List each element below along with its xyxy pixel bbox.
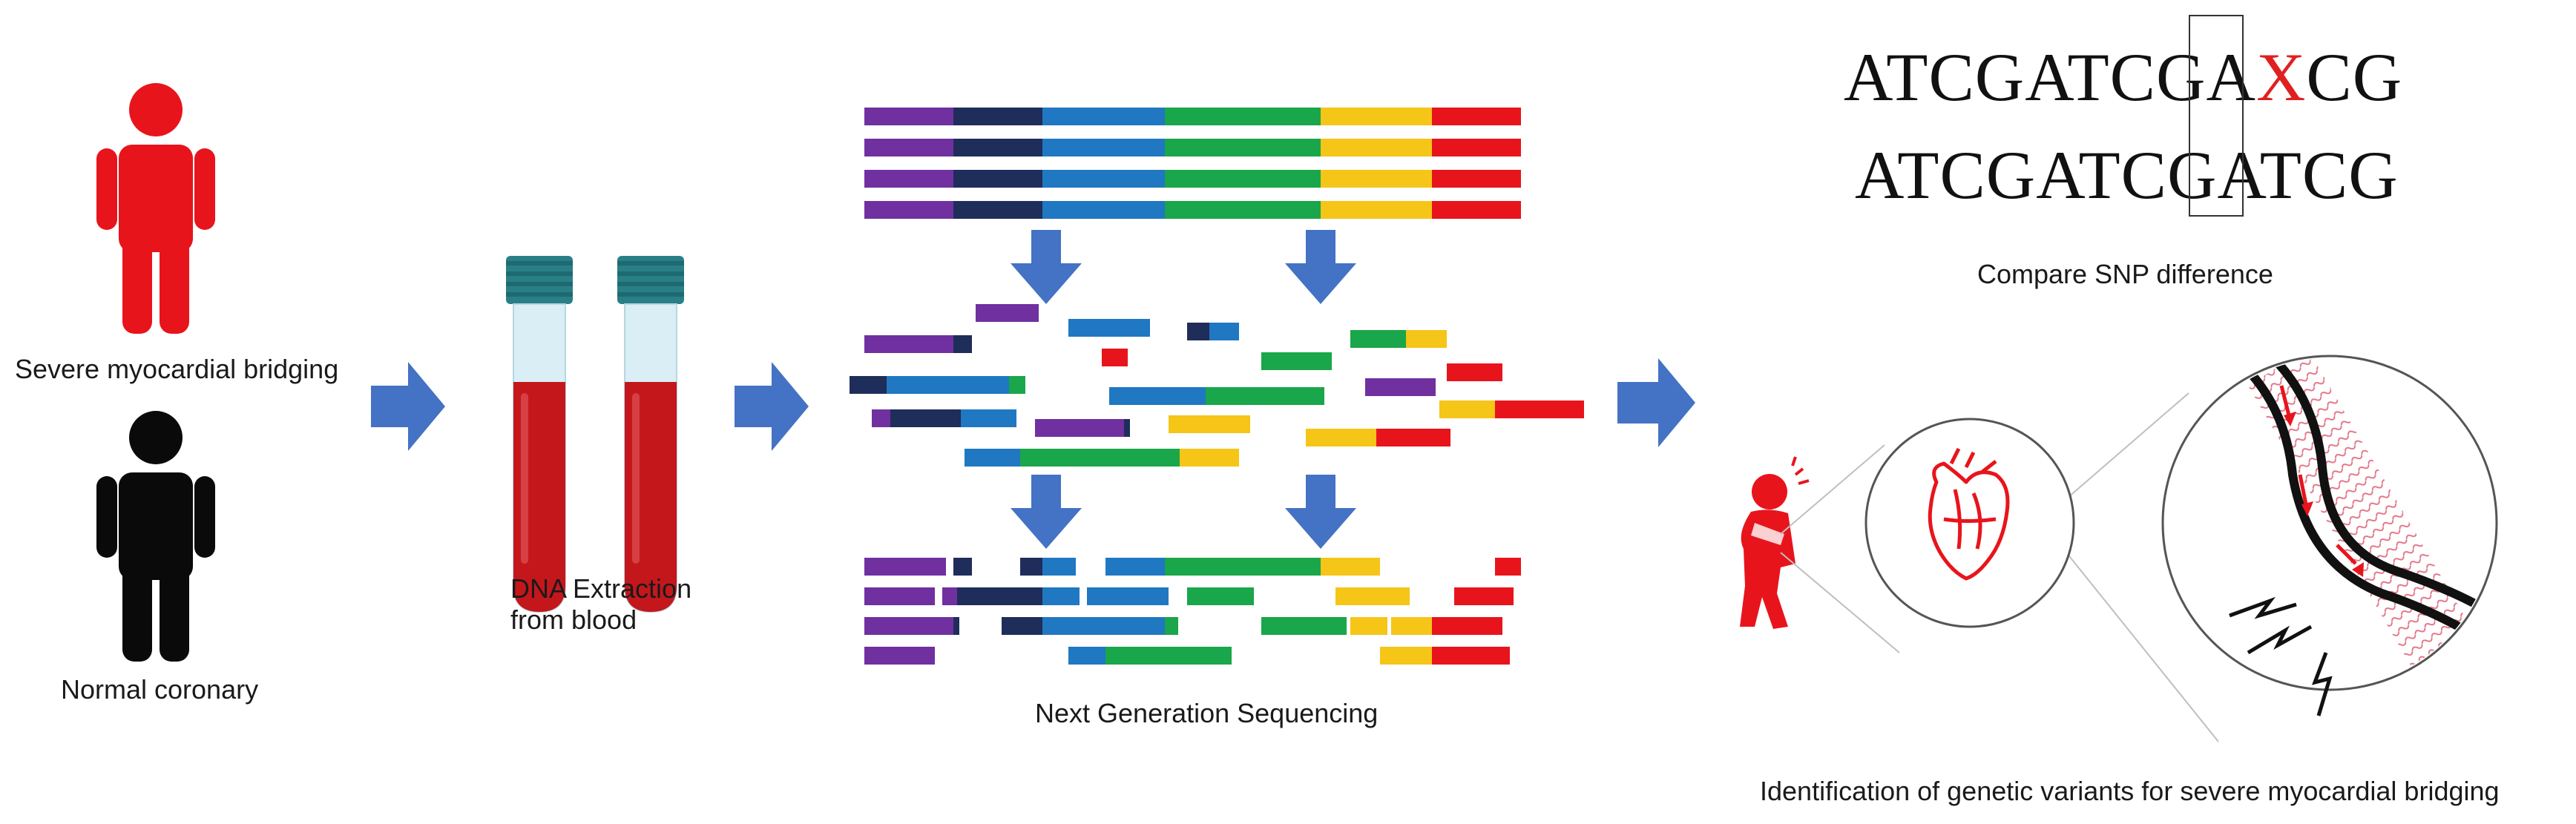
dna-extraction-label-line2: from blood [510,604,637,635]
blood-tube-icon [506,256,573,613]
down-arrow-icon [1011,230,1082,304]
zoom-connector-lines [1780,392,2219,742]
chest-pain-person-icon [1740,456,1810,629]
coronary-artery-icon [2229,358,2494,716]
snp-highlight: X [2255,39,2307,115]
variant-suffix: CG [2306,39,2403,115]
variant-prefix: ATCGATCGA [1844,39,2256,115]
snp-comparison-box [2189,15,2244,217]
down-arrow-icon [1285,230,1356,304]
dna-aligned-reads [864,558,1521,665]
right-arrow-icon [1617,358,1695,447]
dna-extraction-label-line1: DNA Extraction [510,573,692,604]
normal-label: Normal coronary [61,674,259,705]
dna-reference-strands [864,108,1521,219]
heart-icon [1928,447,2010,581]
identification-label: Identification of genetic variants for s… [1760,776,2500,806]
right-arrow-icon [735,362,809,451]
down-arrow-icon [1285,475,1356,549]
heart-zoom-circle [1864,418,2075,628]
down-arrow-icon [1011,475,1082,549]
normal-person-icon [96,411,215,662]
severe-label: Severe myocardial bridging [15,354,339,384]
variant-sequence: ATCGATCGAXCG [1844,43,2402,111]
blood-tube-icon [617,256,684,613]
severe-person-icon [96,83,215,334]
right-arrow-icon [371,362,445,451]
dna-fragments [850,304,1584,467]
compare-snp-label: Compare SNP difference [1977,259,2273,289]
ngs-label: Next Generation Sequencing [1035,698,1379,728]
reference-sequence: ATCGATCGATCG [1855,137,2399,213]
